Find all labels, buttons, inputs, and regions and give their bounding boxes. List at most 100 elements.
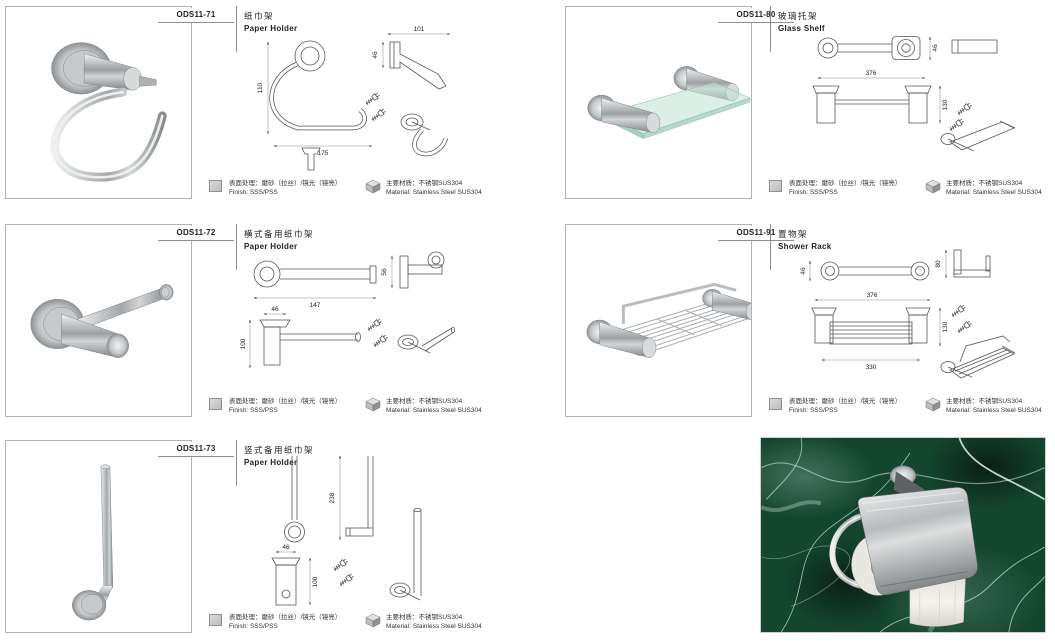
header-divider — [236, 224, 237, 270]
product-entry-ods11-80: ODS11-80 玻璃托架 Glass Shelf 46 376 — [560, 6, 1055, 220]
finish-spec: 表面处理：磨砂（拉丝）/镜光（镜亮） Finish: SSS/PSS — [229, 397, 341, 415]
material-cube-icon — [925, 179, 941, 194]
material-zh: 主要材质：不锈钢SUS304 — [386, 398, 463, 405]
dimension-label: 100 — [312, 576, 319, 587]
technical-drawing: 238 46 100 — [271, 455, 422, 606]
material-cube-icon — [925, 397, 941, 412]
finish-spec: 表面处理：磨砂（拉丝）/镜光（镜亮） Finish: SSS/PSS — [789, 179, 901, 197]
product-photo-box — [565, 6, 752, 199]
top-view: 46 — [800, 260, 930, 282]
finish-zh: 表面处理：磨砂（拉丝）/镜光（镜亮） — [229, 180, 342, 187]
dimension-label: 80 — [935, 260, 942, 268]
product-photo-box — [5, 224, 192, 417]
spec-row: 表面处理：磨砂（拉丝）/镜光（镜亮） Finish: SSS/PSS 主要材质：… — [0, 612, 558, 638]
material-zh: 主要材质：不锈钢SUS304 — [386, 180, 463, 187]
material-en: Material: Stainless Steel SUS304 — [386, 407, 482, 414]
dimension-label: 130 — [942, 321, 949, 332]
finish-zh: 表面处理：磨砂（拉丝）/镜光（镜亮） — [229, 398, 342, 405]
paper-holder-bar-photo — [30, 284, 174, 358]
shower-rack-photo — [586, 282, 751, 358]
header-divider — [236, 6, 237, 52]
dimension-label: 46 — [282, 544, 290, 551]
dimension-label: 238 — [329, 492, 336, 503]
front-view: 376 130 — [812, 70, 949, 124]
material-en: Material: Stainless Steel SUS304 — [386, 623, 482, 630]
finish-en: Finish: SSS/PSS — [229, 189, 278, 196]
header-divider — [770, 224, 771, 270]
dimension-label: 376 — [866, 70, 877, 77]
product-name-zh: 玻璃托架 — [778, 11, 819, 21]
side-view: 101 46 — [372, 26, 451, 90]
header-divider — [770, 6, 771, 52]
finish-zh: 表面处理：磨砂（拉丝）/镜光（镜亮） — [229, 614, 342, 621]
lifestyle-photo-marble — [760, 437, 1046, 633]
material-spec: 主要材质：不锈钢SUS304 Material: Stainless Steel… — [946, 397, 1042, 415]
product-name-en: Paper Holder — [244, 458, 298, 467]
dimension-label: 46 — [800, 267, 807, 275]
product-entry-ods11-91: ODS11-91 置物架 Shower Rack 46 80 — [560, 224, 1055, 438]
material-spec: 主要材质：不锈钢SUS304 Material: Stainless Steel… — [946, 179, 1042, 197]
product-code: ODS11-71 — [158, 8, 234, 23]
dimension-label: 46 — [271, 306, 279, 313]
spec-row: 表面处理：磨砂（拉丝）/镜光（镜亮） Finish: SSS/PSS 主要材质：… — [0, 178, 558, 204]
material-spec: 主要材质：不锈钢SUS304 Material: Stainless Steel… — [386, 179, 482, 197]
product-name-zh: 竖式备用纸巾架 — [244, 445, 315, 455]
perspective-view — [389, 508, 422, 601]
dimension-label: 46 — [372, 51, 379, 59]
finish-en: Finish: SSS/PSS — [229, 407, 278, 414]
finish-swatch-icon — [209, 614, 222, 626]
front-view: 238 — [329, 455, 374, 541]
product-code: ODS11-72 — [158, 226, 234, 241]
header-divider — [236, 440, 237, 486]
material-cube-icon — [365, 179, 381, 194]
paper-holder-on-marble-photo — [761, 438, 1045, 632]
product-code: ODS11-91 — [718, 226, 794, 241]
finish-spec: 表面处理：磨砂（拉丝）/镜光（镜亮） Finish: SSS/PSS — [229, 613, 341, 631]
material-en: Material: Stainless Steel SUS304 — [946, 189, 1042, 196]
finish-spec: 表面处理：磨砂（拉丝）/镜光（镜亮） Finish: SSS/PSS — [789, 397, 901, 415]
dimension-label: 175 — [318, 150, 329, 157]
finish-swatch-icon — [209, 180, 222, 192]
product-name-en: Shower Rack — [778, 242, 832, 251]
product-name-en: Glass Shelf — [778, 24, 825, 33]
dimension-label: 100 — [240, 338, 247, 349]
glass-shelf-photo — [587, 66, 751, 140]
finish-zh: 表面处理：磨砂（拉丝）/镜光（镜亮） — [789, 398, 902, 405]
perspective-view — [400, 113, 449, 157]
perspective-view — [397, 327, 455, 354]
vertical-paper-holder-photo — [72, 464, 114, 621]
spec-row: 表面处理：磨砂（拉丝）/镜光（镜亮） Finish: SSS/PSS 主要材质：… — [0, 396, 558, 422]
dimension-label: 330 — [866, 364, 877, 371]
dimension-label: 56 — [381, 268, 388, 276]
dimension-label: 130 — [942, 99, 949, 110]
screws-icon — [947, 101, 973, 133]
material-en: Material: Stainless Steel SUS304 — [946, 407, 1042, 414]
product-entry-ods11-73: ODS11-73 竖式备用纸巾架 Paper Holder 238 46 — [0, 440, 558, 643]
material-cube-icon — [365, 397, 381, 412]
product-photo-box — [5, 6, 192, 199]
finish-swatch-icon — [769, 180, 782, 192]
product-titles: 横式备用纸巾架 Paper Holder — [244, 228, 314, 251]
front-view: 46 100 — [240, 306, 361, 369]
product-photo-box — [565, 224, 752, 417]
product-photo-box — [5, 440, 192, 633]
paper-holder-ring-photo — [50, 42, 167, 182]
product-titles: 玻璃托架 Glass Shelf — [778, 10, 825, 33]
finish-en: Finish: SSS/PSS — [789, 189, 838, 196]
finish-swatch-icon — [769, 398, 782, 410]
product-name-zh: 纸巾架 — [244, 11, 275, 21]
technical-drawing: 110 175 101 46 — [257, 26, 451, 171]
perspective-view — [940, 120, 1016, 152]
post-view — [301, 147, 321, 171]
product-entry-ods11-72: ODS11-72 横式备用纸巾架 Paper Holder 147 56 — [0, 224, 558, 438]
paper-holder-product — [829, 465, 978, 627]
material-zh: 主要材质：不锈钢SUS304 — [946, 180, 1023, 187]
finish-swatch-icon — [209, 398, 222, 410]
spec-row: 表面处理：磨砂（拉丝）/镜光（镜亮） Finish: SSS/PSS 主要材质：… — [560, 396, 1055, 422]
spec-row: 表面处理：磨砂（拉丝）/镜光（镜亮） Finish: SSS/PSS 主要材质：… — [560, 178, 1055, 204]
product-name-en: Paper Holder — [244, 242, 298, 251]
material-spec: 主要材质：不锈钢SUS304 Material: Stainless Steel… — [386, 397, 482, 415]
material-cube-icon — [365, 613, 381, 628]
screws-icon — [949, 303, 973, 335]
